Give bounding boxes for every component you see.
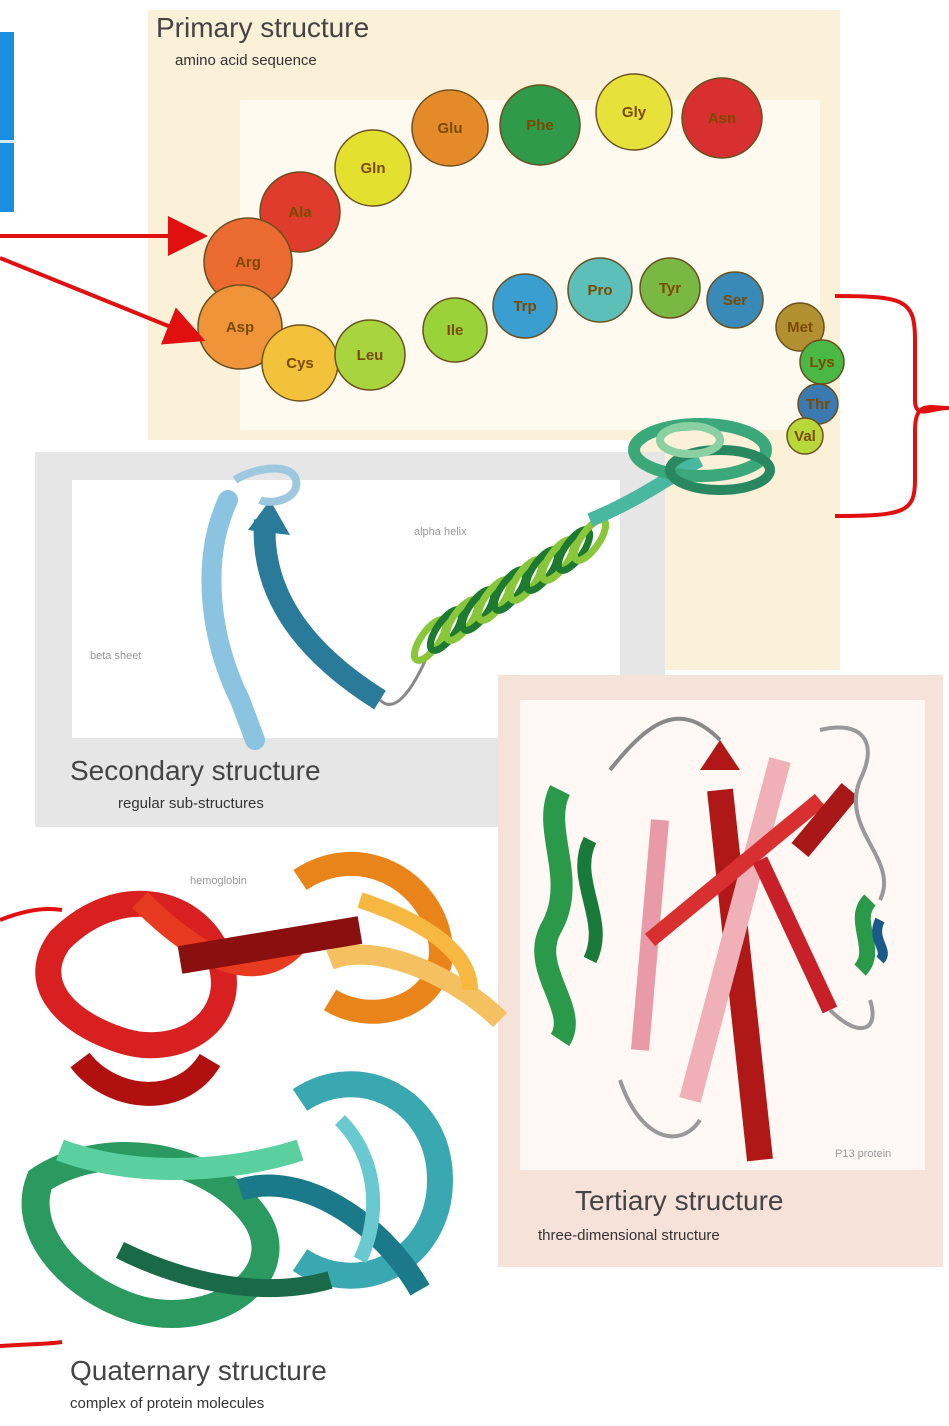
tertiary-subtitle: three-dimensional structure [538, 1227, 720, 1244]
residue-label: Phe [526, 117, 554, 134]
residue-label: Trp [513, 298, 536, 315]
primary-title: Primary structure [156, 12, 369, 44]
residue-ser: Ser [707, 272, 763, 328]
residue-label: Pro [587, 282, 612, 299]
residue-label: Tyr [659, 280, 681, 297]
residue-label: Ala [288, 204, 312, 221]
residue-glu: Glu [412, 90, 488, 166]
tertiary-protein-label: P13 protein [835, 1148, 891, 1160]
residue-gln: Gln [335, 130, 411, 206]
residue-label: Ser [723, 292, 747, 309]
residue-pro: Pro [568, 258, 632, 322]
residue-val: Val [787, 418, 823, 454]
quaternary-structure-graphic [36, 864, 500, 1314]
tertiary-structure-graphic [545, 719, 884, 1160]
residue-gly: Gly [596, 74, 672, 150]
quaternary-subtitle: complex of protein molecules [70, 1395, 264, 1412]
red-arrows [0, 236, 200, 338]
residue-label: Gln [361, 160, 386, 177]
residue-trp: Trp [493, 274, 557, 338]
residue-label: Ile [447, 322, 464, 339]
quaternary-title: Quaternary structure [70, 1355, 327, 1387]
residue-label: Thr [806, 396, 830, 413]
residue-lys: Lys [800, 340, 844, 384]
primary-subtitle: amino acid sequence [175, 52, 317, 69]
residue-tyr: Tyr [640, 258, 700, 318]
secondary-title: Secondary structure [70, 755, 321, 787]
residue-label: Glu [438, 120, 463, 137]
residue-ile: Ile [423, 298, 487, 362]
tertiary-title: Tertiary structure [575, 1185, 784, 1217]
residue-label: Cys [286, 355, 314, 372]
residue-label: Leu [357, 347, 384, 364]
right-brace [835, 296, 949, 516]
quaternary-protein-label: hemoglobin [190, 875, 247, 887]
alpha-helix-label: alpha helix [414, 526, 467, 538]
secondary-structure-graphic [211, 460, 700, 740]
residue-label: Gly [622, 104, 647, 121]
arrow-to-asp [0, 258, 198, 338]
residue-label: Asp [226, 319, 254, 336]
residue-phe: Phe [500, 85, 580, 165]
residue-cys: Cys [262, 325, 338, 401]
residue-label: Val [794, 428, 816, 445]
residue-label: Asn [708, 110, 736, 127]
residue-label: Met [787, 319, 813, 336]
residue-leu: Leu [335, 320, 405, 390]
secondary-subtitle: regular sub-structures [118, 795, 264, 812]
residue-label: Lys [809, 354, 834, 371]
residue-label: Arg [235, 254, 261, 271]
residue-asn: Asn [682, 78, 762, 158]
beta-sheet-label: beta sheet [90, 650, 141, 662]
